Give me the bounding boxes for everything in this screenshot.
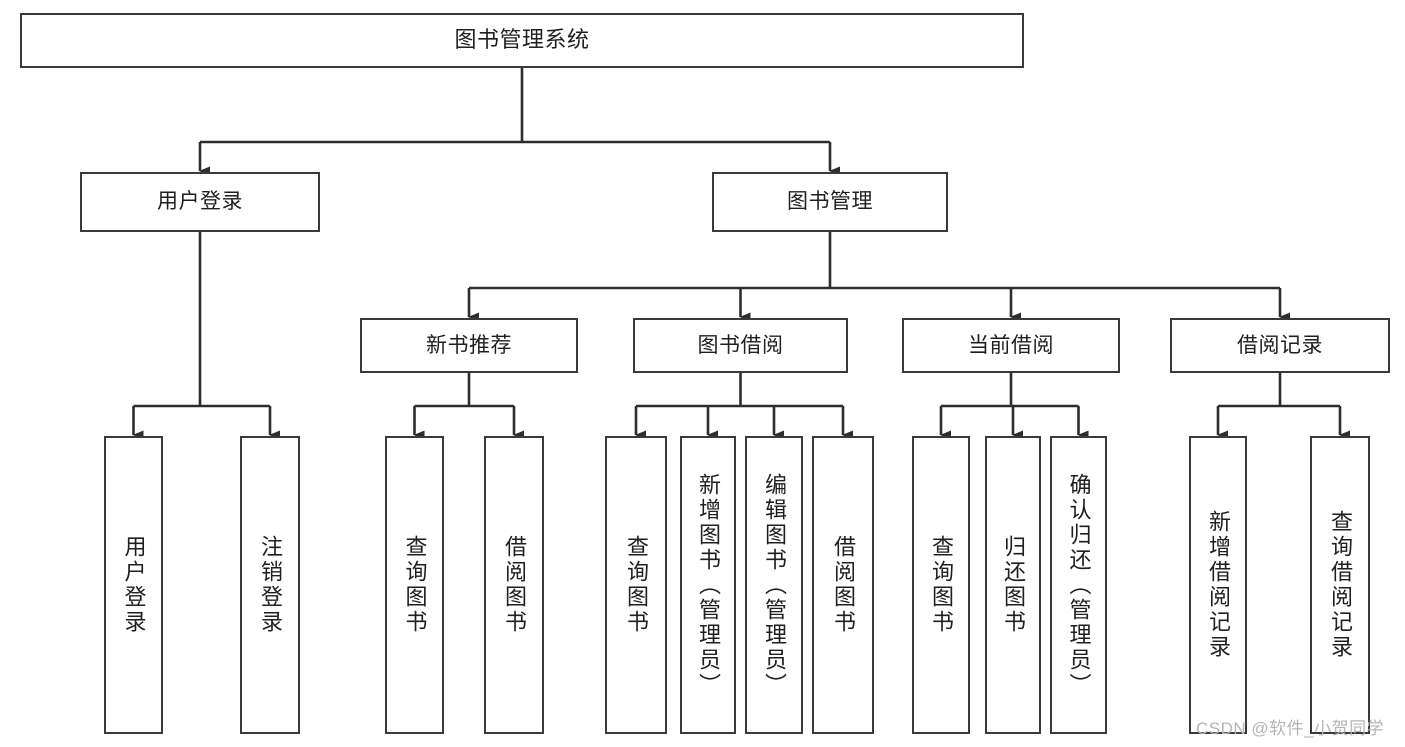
node-label: 图书管理 [787, 190, 873, 214]
leaf-newbook-borrow-book[interactable]: 借阅图书 [484, 436, 544, 734]
node-user-login[interactable]: 用户登录 [80, 172, 320, 232]
node-label: 用户登录 [157, 190, 243, 214]
node-label: 查询图书 [624, 535, 649, 635]
node-book-borrow[interactable]: 图书借阅 [633, 318, 848, 373]
leaf-borrow-borrow-book[interactable]: 借阅图书 [812, 436, 874, 734]
leaf-borrow-add-book-admin[interactable]: 新增图书（管理员） [680, 436, 736, 734]
leaf-current-confirm-return-admin[interactable]: 确认归还（管理员） [1050, 436, 1107, 734]
leaf-borrow-query-book[interactable]: 查询图书 [605, 436, 667, 734]
leaf-record-add-record[interactable]: 新增借阅记录 [1189, 436, 1247, 734]
node-label: 注销登录 [258, 535, 283, 635]
node-label: 查询图书 [402, 535, 428, 635]
node-label: 图书借阅 [697, 333, 784, 357]
leaf-record-query-record[interactable]: 查询借阅记录 [1310, 436, 1370, 734]
node-label: 新增借阅记录 [1206, 510, 1231, 660]
leaf-newbook-query-book[interactable]: 查询图书 [385, 436, 444, 734]
node-label: 确认归还（管理员） [1066, 472, 1092, 698]
leaf-current-query-book[interactable]: 查询图书 [912, 436, 970, 734]
leaf-user-logout[interactable]: 注销登录 [240, 436, 300, 734]
node-new-book-recommend[interactable]: 新书推荐 [360, 318, 578, 373]
node-current-borrow[interactable]: 当前借阅 [902, 318, 1120, 373]
node-borrow-record[interactable]: 借阅记录 [1170, 318, 1390, 373]
node-label: 新增图书（管理员） [696, 472, 721, 698]
node-book-management[interactable]: 图书管理 [712, 172, 948, 232]
node-label: 编辑图书（管理员） [762, 472, 787, 698]
leaf-borrow-edit-book-admin[interactable]: 编辑图书（管理员） [745, 436, 803, 734]
node-label: 借阅图书 [831, 535, 856, 635]
node-label: 当前借阅 [968, 333, 1054, 357]
node-label: 归还图书 [1001, 535, 1026, 635]
node-label: 新书推荐 [426, 333, 512, 357]
leaf-current-return-book[interactable]: 归还图书 [985, 436, 1041, 734]
node-label: 借阅记录 [1237, 333, 1323, 357]
node-label: 图书管理系统 [454, 27, 590, 53]
node-label: 查询图书 [929, 535, 954, 635]
node-root-system[interactable]: 图书管理系统 [20, 13, 1024, 68]
leaf-user-login[interactable]: 用户登录 [104, 436, 163, 734]
node-label: 查询借阅记录 [1328, 510, 1353, 660]
node-label: 借阅图书 [502, 535, 527, 635]
node-label: 用户登录 [121, 535, 147, 635]
watermark: CSDN @软件_小贺同学 [1196, 719, 1385, 738]
